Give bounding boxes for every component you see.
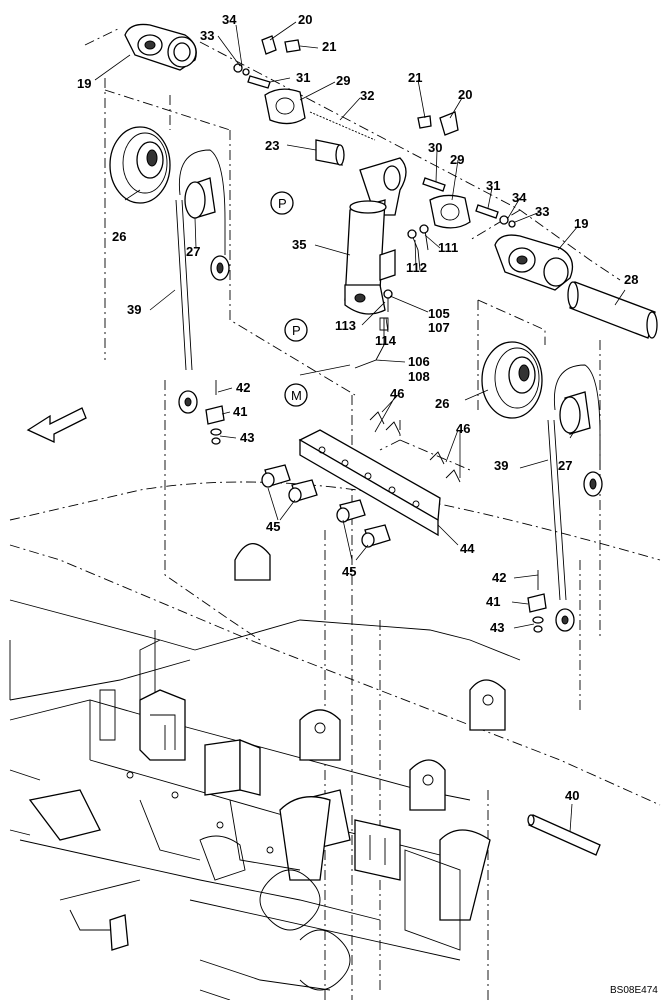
label-33-left: 33 [200, 28, 214, 43]
label-29-right: 29 [450, 152, 464, 167]
part-labels: 19 33 34 20 21 31 29 32 21 20 23 30 29 3… [77, 12, 638, 803]
label-39-right: 39 [494, 458, 508, 473]
label-27-right: 27 [558, 458, 572, 473]
label-31-left: 31 [296, 70, 310, 85]
callout-p-lower: P [292, 323, 301, 338]
callout-m: M [291, 388, 302, 403]
circle-callouts: P P M [270, 191, 308, 407]
label-41-left: 41 [233, 404, 247, 419]
label-45-left: 45 [266, 519, 280, 534]
label-21-right: 21 [408, 70, 422, 85]
callout-p-upper: P [278, 196, 287, 211]
label-20-right: 20 [458, 87, 472, 102]
label-29-left: 29 [336, 73, 350, 88]
pulley-cable-right [481, 341, 603, 633]
label-41-right: 41 [486, 594, 500, 609]
label-44: 44 [460, 541, 475, 556]
label-34-left: 34 [222, 12, 237, 27]
label-34-right: 34 [512, 190, 527, 205]
callout-circle-m [284, 383, 308, 407]
leader-lines [94, 21, 626, 833]
label-33-right: 33 [535, 204, 549, 219]
label-26-left: 26 [112, 229, 126, 244]
label-106: 106 [408, 354, 430, 369]
label-43-left: 43 [240, 430, 254, 445]
front-direction-arrow-icon [26, 407, 87, 444]
label-46-left: 46 [390, 386, 404, 401]
dashed-frame-lines [9, 27, 661, 1000]
label-20-top: 20 [298, 12, 312, 27]
callout-circle-p-upper [270, 191, 294, 215]
label-40: 40 [565, 788, 579, 803]
label-27-left: 27 [186, 244, 200, 259]
label-112: 112 [406, 260, 427, 275]
callout-circle-p-lower [284, 318, 308, 342]
label-30: 30 [428, 140, 442, 155]
boom-lock-assembly [124, 23, 658, 369]
label-23: 23 [265, 138, 279, 153]
label-105: 105 [428, 306, 450, 321]
label-26-right: 26 [435, 396, 449, 411]
label-32: 32 [360, 88, 374, 103]
label-21-top: 21 [322, 39, 336, 54]
label-31-right: 31 [486, 178, 500, 193]
label-28: 28 [624, 272, 638, 287]
pulley-cable-left [109, 126, 230, 445]
label-113: 113 [335, 318, 356, 333]
mounting-plate-assembly [261, 411, 461, 548]
label-19-left: 19 [77, 76, 91, 91]
label-35: 35 [292, 237, 306, 252]
label-45-right: 45 [342, 564, 356, 579]
label-46-right: 46 [456, 421, 470, 436]
pin-40 [527, 814, 601, 856]
label-19-right: 19 [574, 216, 588, 231]
upper-frame-structure [9, 543, 521, 1000]
label-107: 107 [428, 320, 450, 335]
drawing-code: BS08E474 [610, 985, 658, 996]
label-39-left: 39 [127, 302, 141, 317]
label-114: 114 [375, 333, 397, 348]
label-108: 108 [408, 369, 430, 384]
label-111: 111 [438, 240, 458, 255]
label-42-left: 42 [236, 380, 250, 395]
label-42-right: 42 [492, 570, 506, 585]
label-43-right: 43 [490, 620, 504, 635]
